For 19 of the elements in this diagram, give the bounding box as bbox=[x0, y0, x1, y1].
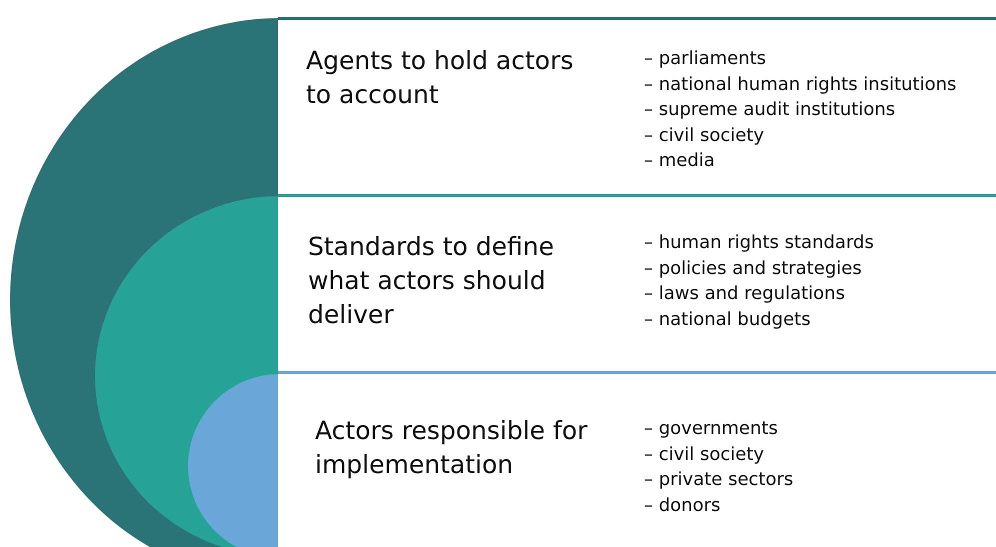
list-item: – donors bbox=[644, 494, 720, 518]
list-item: – civil society bbox=[644, 442, 764, 466]
list-item: – national budgets bbox=[644, 308, 811, 332]
list-item: – supreme audit institutions bbox=[644, 98, 896, 122]
list-item: – media bbox=[644, 149, 715, 173]
band-panel bbox=[278, 194, 996, 374]
list-item: – governments bbox=[644, 417, 778, 441]
list-item: – national human rights insitutions bbox=[644, 72, 956, 96]
band-panel bbox=[278, 17, 996, 197]
list-item: – laws and regulations bbox=[644, 282, 845, 306]
heading: Actors responsible for implementation bbox=[315, 415, 588, 481]
heading: Agents to hold actors to account bbox=[306, 45, 574, 111]
band-panel bbox=[278, 371, 996, 547]
list-item: – policies and strategies bbox=[644, 256, 862, 280]
list-item: – human rights standards bbox=[644, 231, 874, 255]
list-item: – private sectors bbox=[644, 468, 794, 492]
heading: Standards to define what actors should deliver bbox=[308, 231, 555, 331]
list-item: – civil society bbox=[644, 124, 764, 148]
list-item: – parliaments bbox=[644, 47, 766, 71]
